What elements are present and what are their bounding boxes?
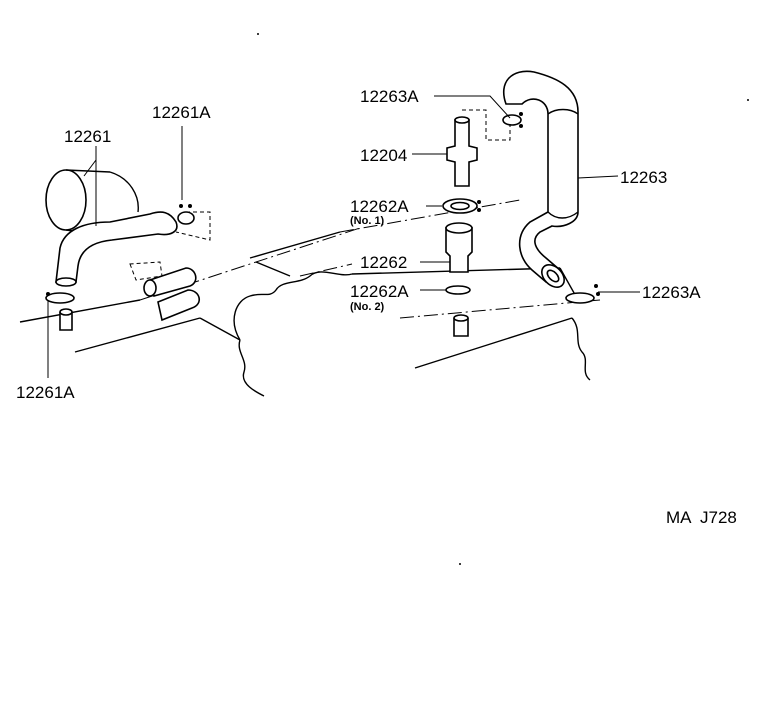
hose-12261 bbox=[55, 211, 178, 287]
figure-code: MA J728 bbox=[666, 508, 737, 527]
left-pipe-stubs bbox=[59, 267, 200, 331]
label-12263a-top: 12263A bbox=[360, 87, 419, 106]
union-12262 bbox=[445, 222, 473, 273]
right-clips bbox=[502, 112, 600, 304]
label-no1: (No. 1) bbox=[350, 215, 385, 227]
left-clips bbox=[45, 204, 195, 304]
right-leaders bbox=[299, 95, 640, 293]
scan-specks bbox=[257, 33, 749, 565]
grommet-no1 bbox=[442, 198, 481, 214]
label-no2: (No. 2) bbox=[350, 301, 385, 313]
pcv-valve-12204 bbox=[446, 116, 478, 187]
left-leaders bbox=[47, 126, 211, 378]
label-12204: 12204 bbox=[360, 146, 407, 165]
label-12262a-no2: 12262A bbox=[350, 282, 409, 301]
hose-12263 bbox=[502, 70, 579, 288]
left-breather-cap bbox=[45, 169, 139, 237]
label-12261a-top: 12261A bbox=[152, 103, 211, 122]
label-12261a-bottom: 12261A bbox=[16, 383, 75, 402]
label-12262: 12262 bbox=[360, 253, 407, 272]
label-12262a-no1: 12262A bbox=[350, 197, 409, 216]
label-12263: 12263 bbox=[620, 168, 667, 187]
label-12263a-bottom: 12263A bbox=[642, 283, 701, 302]
part-labels: 12261A 12261 12261A 12263A 12204 12262A … bbox=[16, 87, 737, 527]
grommet-no2 bbox=[445, 285, 471, 295]
label-12261: 12261 bbox=[64, 127, 111, 146]
